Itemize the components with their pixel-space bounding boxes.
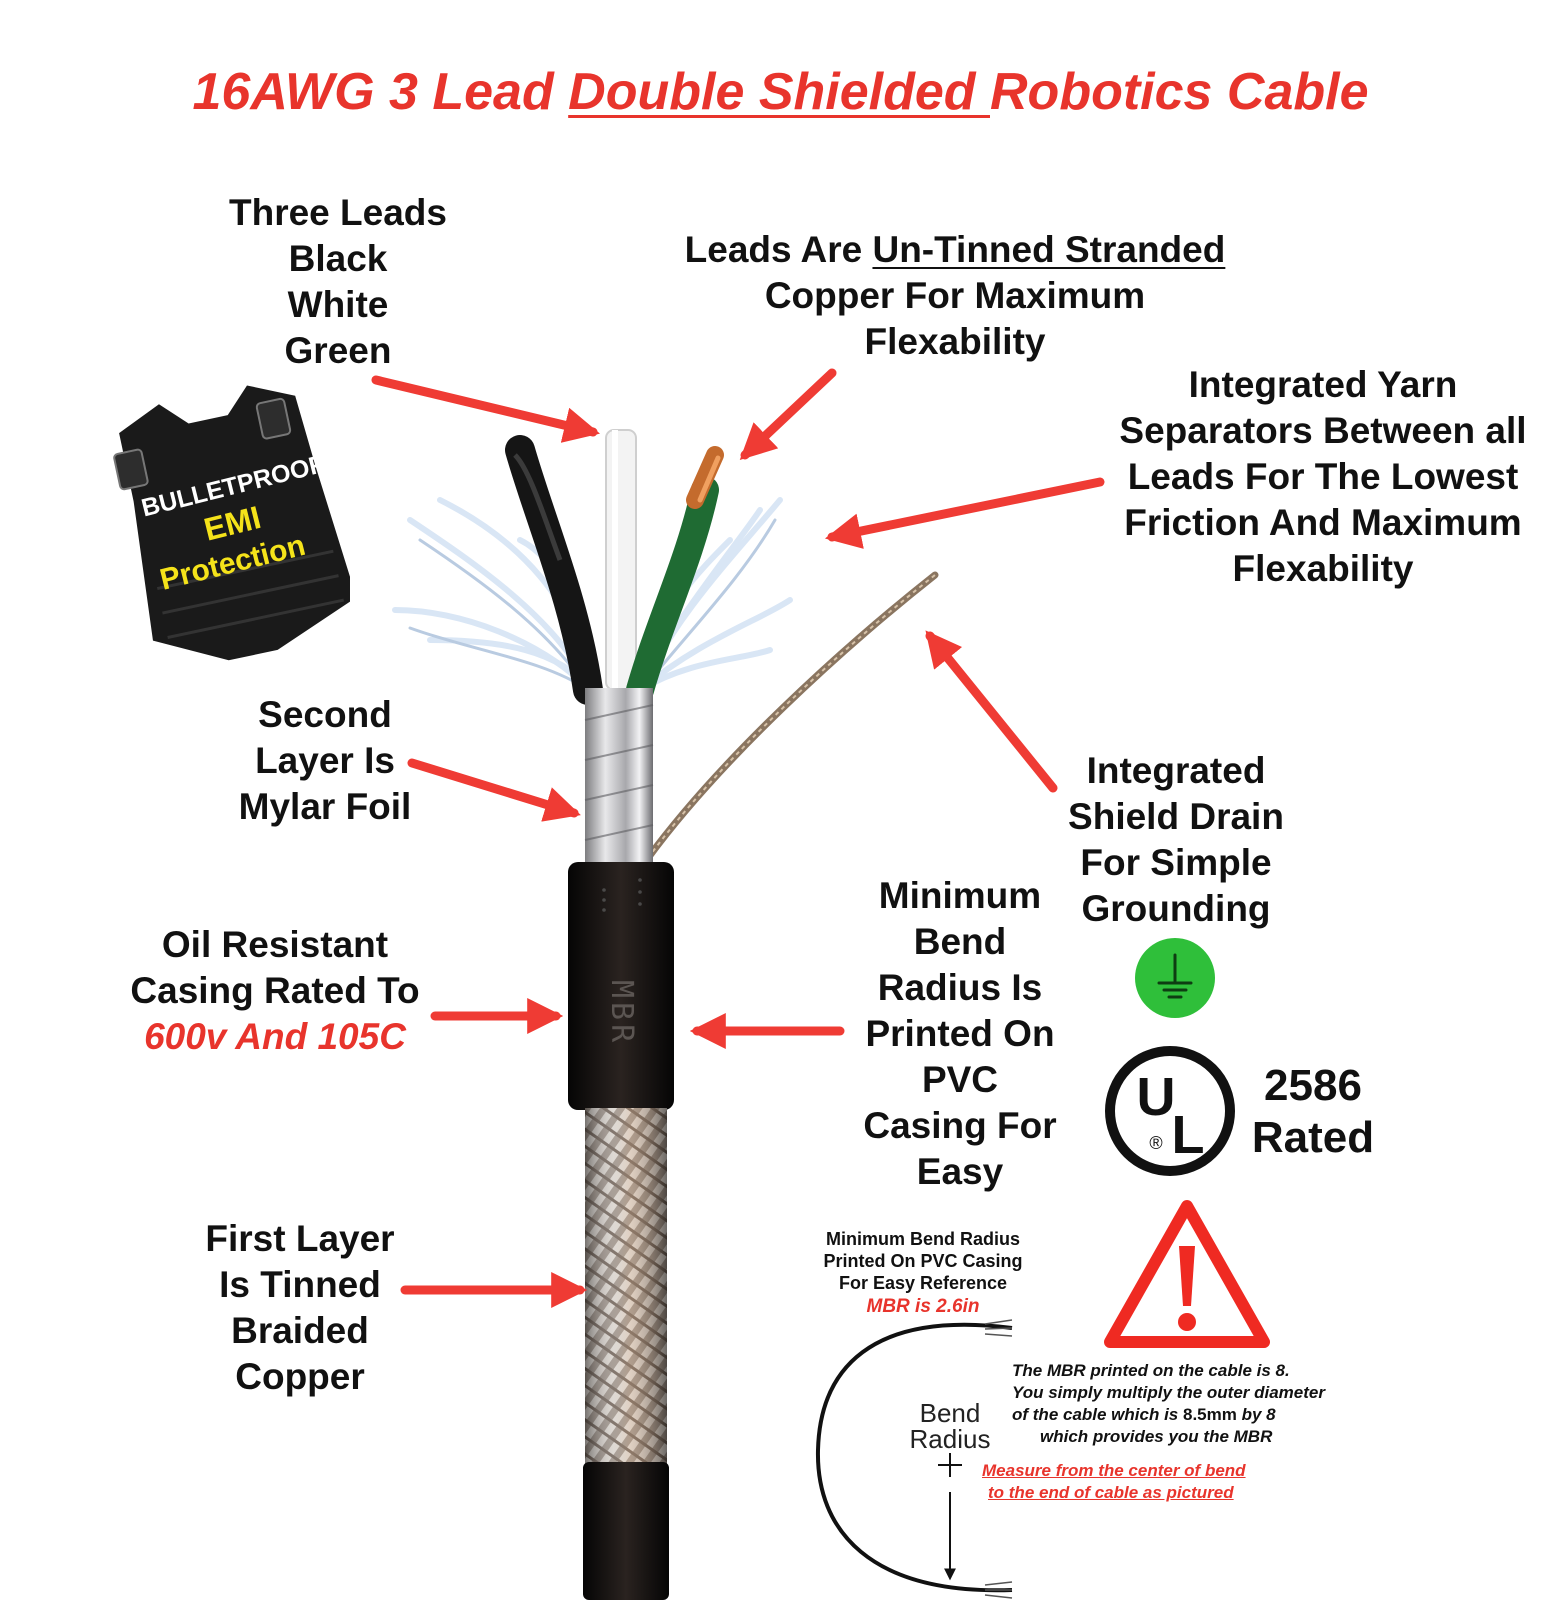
label-shield-drain: Integrated Shield Drain For Simple Groun…: [1036, 748, 1316, 932]
label-line: Integrated: [1086, 750, 1266, 791]
ul-rating-word: Rated: [1251, 1113, 1375, 1162]
warning-triangle-icon: [1104, 1200, 1270, 1348]
label-oil-resistant: Oil Resistant Casing Rated To 600v And 1…: [110, 922, 440, 1060]
mbr-note-line: Printed On PVC Casing: [823, 1251, 1023, 1271]
label-underlined-text: Un-Tinned Stranded: [872, 229, 1226, 270]
explanation-line: which provides you the MBR: [1040, 1427, 1273, 1446]
title-part-2-underlined: Double Shielded: [568, 63, 990, 121]
pvc-casing: [568, 862, 674, 1110]
label-line: Bend: [913, 921, 1007, 962]
measure-line: to the end of cable as pictured: [988, 1483, 1234, 1502]
label-line: Casing Rated To: [130, 970, 420, 1011]
label-untinned-copper: Leads Are Un-Tinned Stranded Copper For …: [640, 227, 1270, 365]
label-line: Flexability: [1232, 548, 1414, 589]
green-lead: [626, 476, 719, 704]
ul-rating: 2586 Rated: [1238, 1060, 1388, 1164]
label-line: Friction And Maximum: [1124, 502, 1522, 543]
ul-rating-number: 2586: [1264, 1061, 1362, 1110]
explanation-line: by 8: [1236, 1405, 1276, 1424]
label-line: Leads Are: [684, 229, 873, 270]
copper-strands: [686, 446, 724, 509]
ul-letter-u: U: [1137, 1067, 1176, 1127]
mbr-value: MBR is 2.6in: [866, 1296, 980, 1317]
label-min-bend-radius: Minimum Bend Radius Is Printed On PVC Ca…: [835, 873, 1085, 1195]
label-line: Is Tinned: [219, 1264, 381, 1305]
bulletproof-vest-icon: BULLETPROOF EMI Protection: [113, 385, 350, 661]
ground-symbol-icon: [1135, 938, 1215, 1018]
label-line: Minimum: [878, 875, 1042, 916]
label-line: For Simple: [1080, 842, 1272, 883]
title-part-1: 16AWG 3 Lead: [192, 63, 569, 121]
mbr-explanation: The MBR printed on the cable is 8. You s…: [1012, 1360, 1325, 1448]
label-rating-red: 600v And 105C: [144, 1016, 406, 1057]
label-line: First Layer: [205, 1218, 395, 1259]
title-part-3: Robotics Cable: [990, 63, 1369, 121]
label-yarn-separators: Integrated Yarn Separators Between all L…: [1098, 362, 1548, 592]
ul-registered-mark: ®: [1149, 1133, 1162, 1153]
measure-line: Measure from the center of bend: [982, 1461, 1246, 1480]
callout-arrows: [371, 368, 1105, 1308]
ul-letter-l: L: [1172, 1105, 1205, 1165]
label-line: Grounding: [1081, 888, 1271, 929]
label-line: Three Leads: [229, 192, 447, 233]
pvc-casing-lower: [583, 1462, 669, 1600]
label-line: Shield Drain: [1068, 796, 1284, 837]
label-line: Separators Between all: [1119, 410, 1527, 451]
explanation-line: The MBR printed on the cable is 8.: [1012, 1361, 1290, 1380]
label-line: Radius Is: [877, 967, 1043, 1008]
explanation-line: You simply multiply the outer diameter: [1012, 1383, 1325, 1402]
mbr-note-line: For Easy Reference: [838, 1273, 1008, 1293]
label-line: Casing For: [863, 1105, 1057, 1146]
bend-label-line: Bend: [919, 1398, 981, 1428]
mbr-note: Minimum Bend Radius Printed On PVC Casin…: [808, 1228, 1038, 1318]
diagram-title: 16AWG 3 Lead Double Shielded Robotics Ca…: [0, 62, 1561, 122]
label-line: Layer Is: [255, 740, 395, 781]
bend-label-line: Radius: [909, 1424, 991, 1454]
label-line: Copper For Maximum: [764, 275, 1146, 316]
label-line: Green: [284, 330, 392, 371]
measure-instruction: Measure from the center of bend to the e…: [982, 1460, 1246, 1504]
label-line: Braided: [231, 1310, 369, 1351]
outer-diameter-value: 8.5mm: [1182, 1405, 1237, 1424]
label-line: Oil Resistant: [161, 924, 389, 965]
bend-radius-label: Bend Radius: [900, 1400, 1000, 1452]
label-line: Flexability: [864, 321, 1046, 362]
label-line: Second: [258, 694, 392, 735]
label-line: Easy: [916, 1151, 1004, 1192]
label-line: White: [287, 284, 389, 325]
label-mylar-foil: Second Layer Is Mylar Foil: [195, 692, 455, 830]
label-line: PVC: [921, 1059, 999, 1100]
label-line: Integrated Yarn: [1188, 364, 1458, 405]
cable-print-mbr: MBR: [604, 980, 639, 1046]
label-three-leads: Three Leads Black White Green: [188, 190, 488, 374]
mbr-note-line: Minimum Bend Radius: [825, 1229, 1020, 1249]
label-line: Leads For The Lowest: [1127, 456, 1519, 497]
label-line: Mylar Foil: [238, 786, 412, 827]
label-line: Copper: [235, 1356, 365, 1397]
explanation-line: of the cable which is: [1012, 1405, 1183, 1424]
ul-logo-icon: U L ®: [1105, 1046, 1235, 1176]
label-line: Printed On: [865, 1013, 1055, 1054]
label-line: Black: [288, 238, 388, 279]
label-tinned-braid: First Layer Is Tinned Braided Copper: [170, 1216, 430, 1400]
